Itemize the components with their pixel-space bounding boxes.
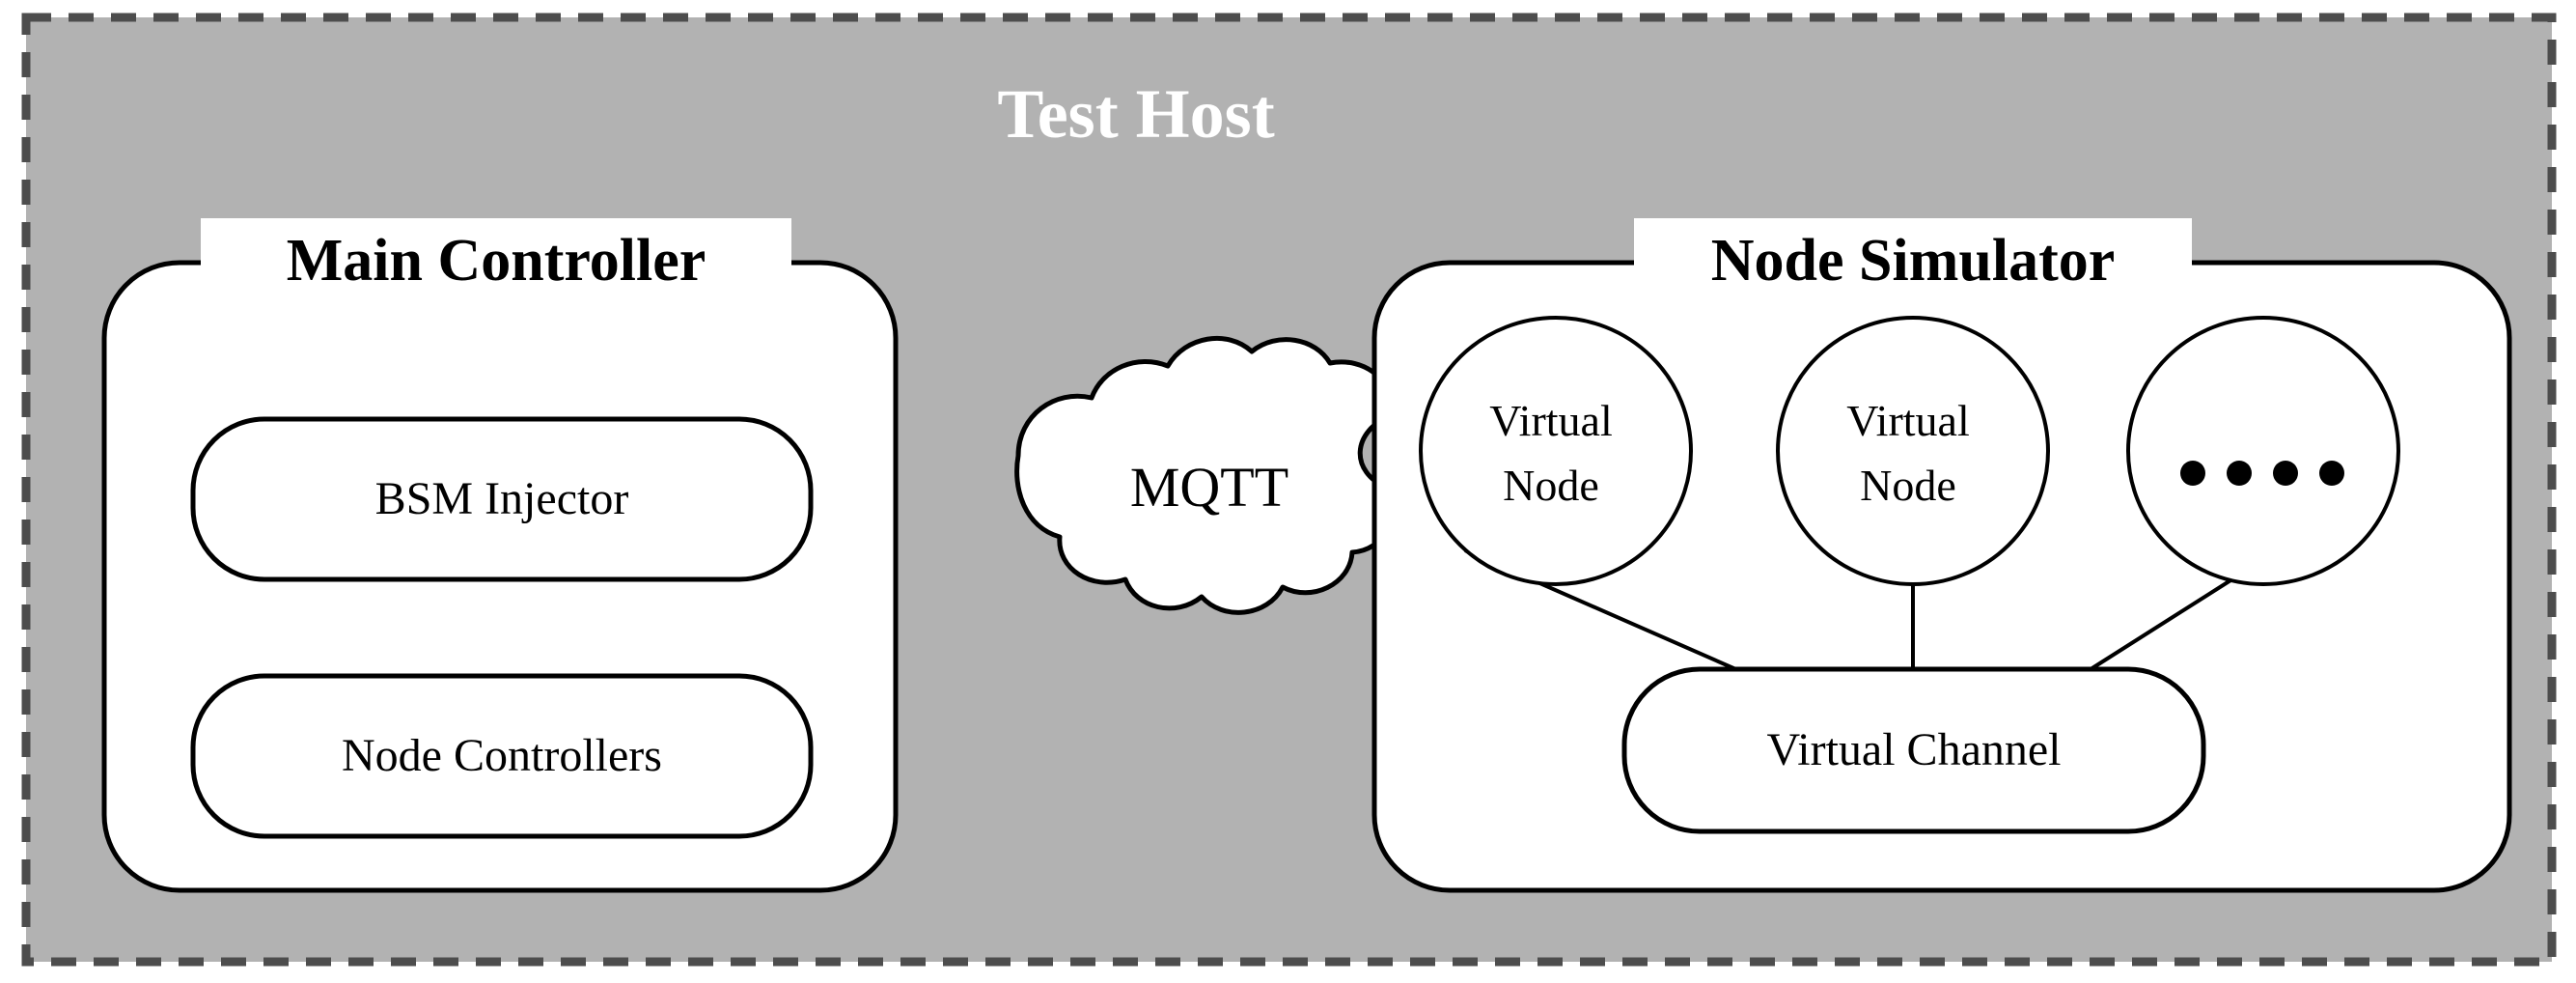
- ellipsis-dot-2: [2227, 461, 2252, 486]
- virtual-node-1-label-line1: Virtual: [1489, 396, 1613, 445]
- mqtt-label: MQTT: [1130, 456, 1288, 519]
- node-simulator-label-plate: [1634, 218, 2192, 278]
- ellipsis-dot-3: [2273, 461, 2298, 486]
- node-controllers-box[interactable]: [190, 673, 814, 839]
- bsm-injector-label: BSM Injector: [375, 473, 629, 524]
- ellipsis-dot-4: [2319, 461, 2344, 486]
- virtual-node-2-label-line1: Virtual: [1846, 396, 1970, 445]
- virtual-node-1-circle[interactable]: [1419, 316, 1693, 586]
- virtual-node-more-circle[interactable]: [2126, 316, 2400, 586]
- main-controller-label-plate: [201, 218, 791, 278]
- node-simulator-title: Node Simulator: [1711, 228, 2116, 294]
- virtual-node-2-circle[interactable]: [1776, 316, 2050, 586]
- main-controller-title: Main Controller: [287, 228, 706, 294]
- test-host-title: Test Host: [997, 75, 1274, 153]
- virtual-channel-box[interactable]: [1621, 666, 2206, 834]
- bsm-injector-box[interactable]: [190, 416, 814, 582]
- virtual-node-2-label-line2: Node: [1860, 461, 1956, 510]
- ellipsis-dot-1: [2180, 461, 2205, 486]
- virtual-channel-label: Virtual Channel: [1766, 724, 2061, 775]
- node-controllers-label: Node Controllers: [342, 730, 662, 781]
- virtual-node-1-label-line2: Node: [1503, 461, 1599, 510]
